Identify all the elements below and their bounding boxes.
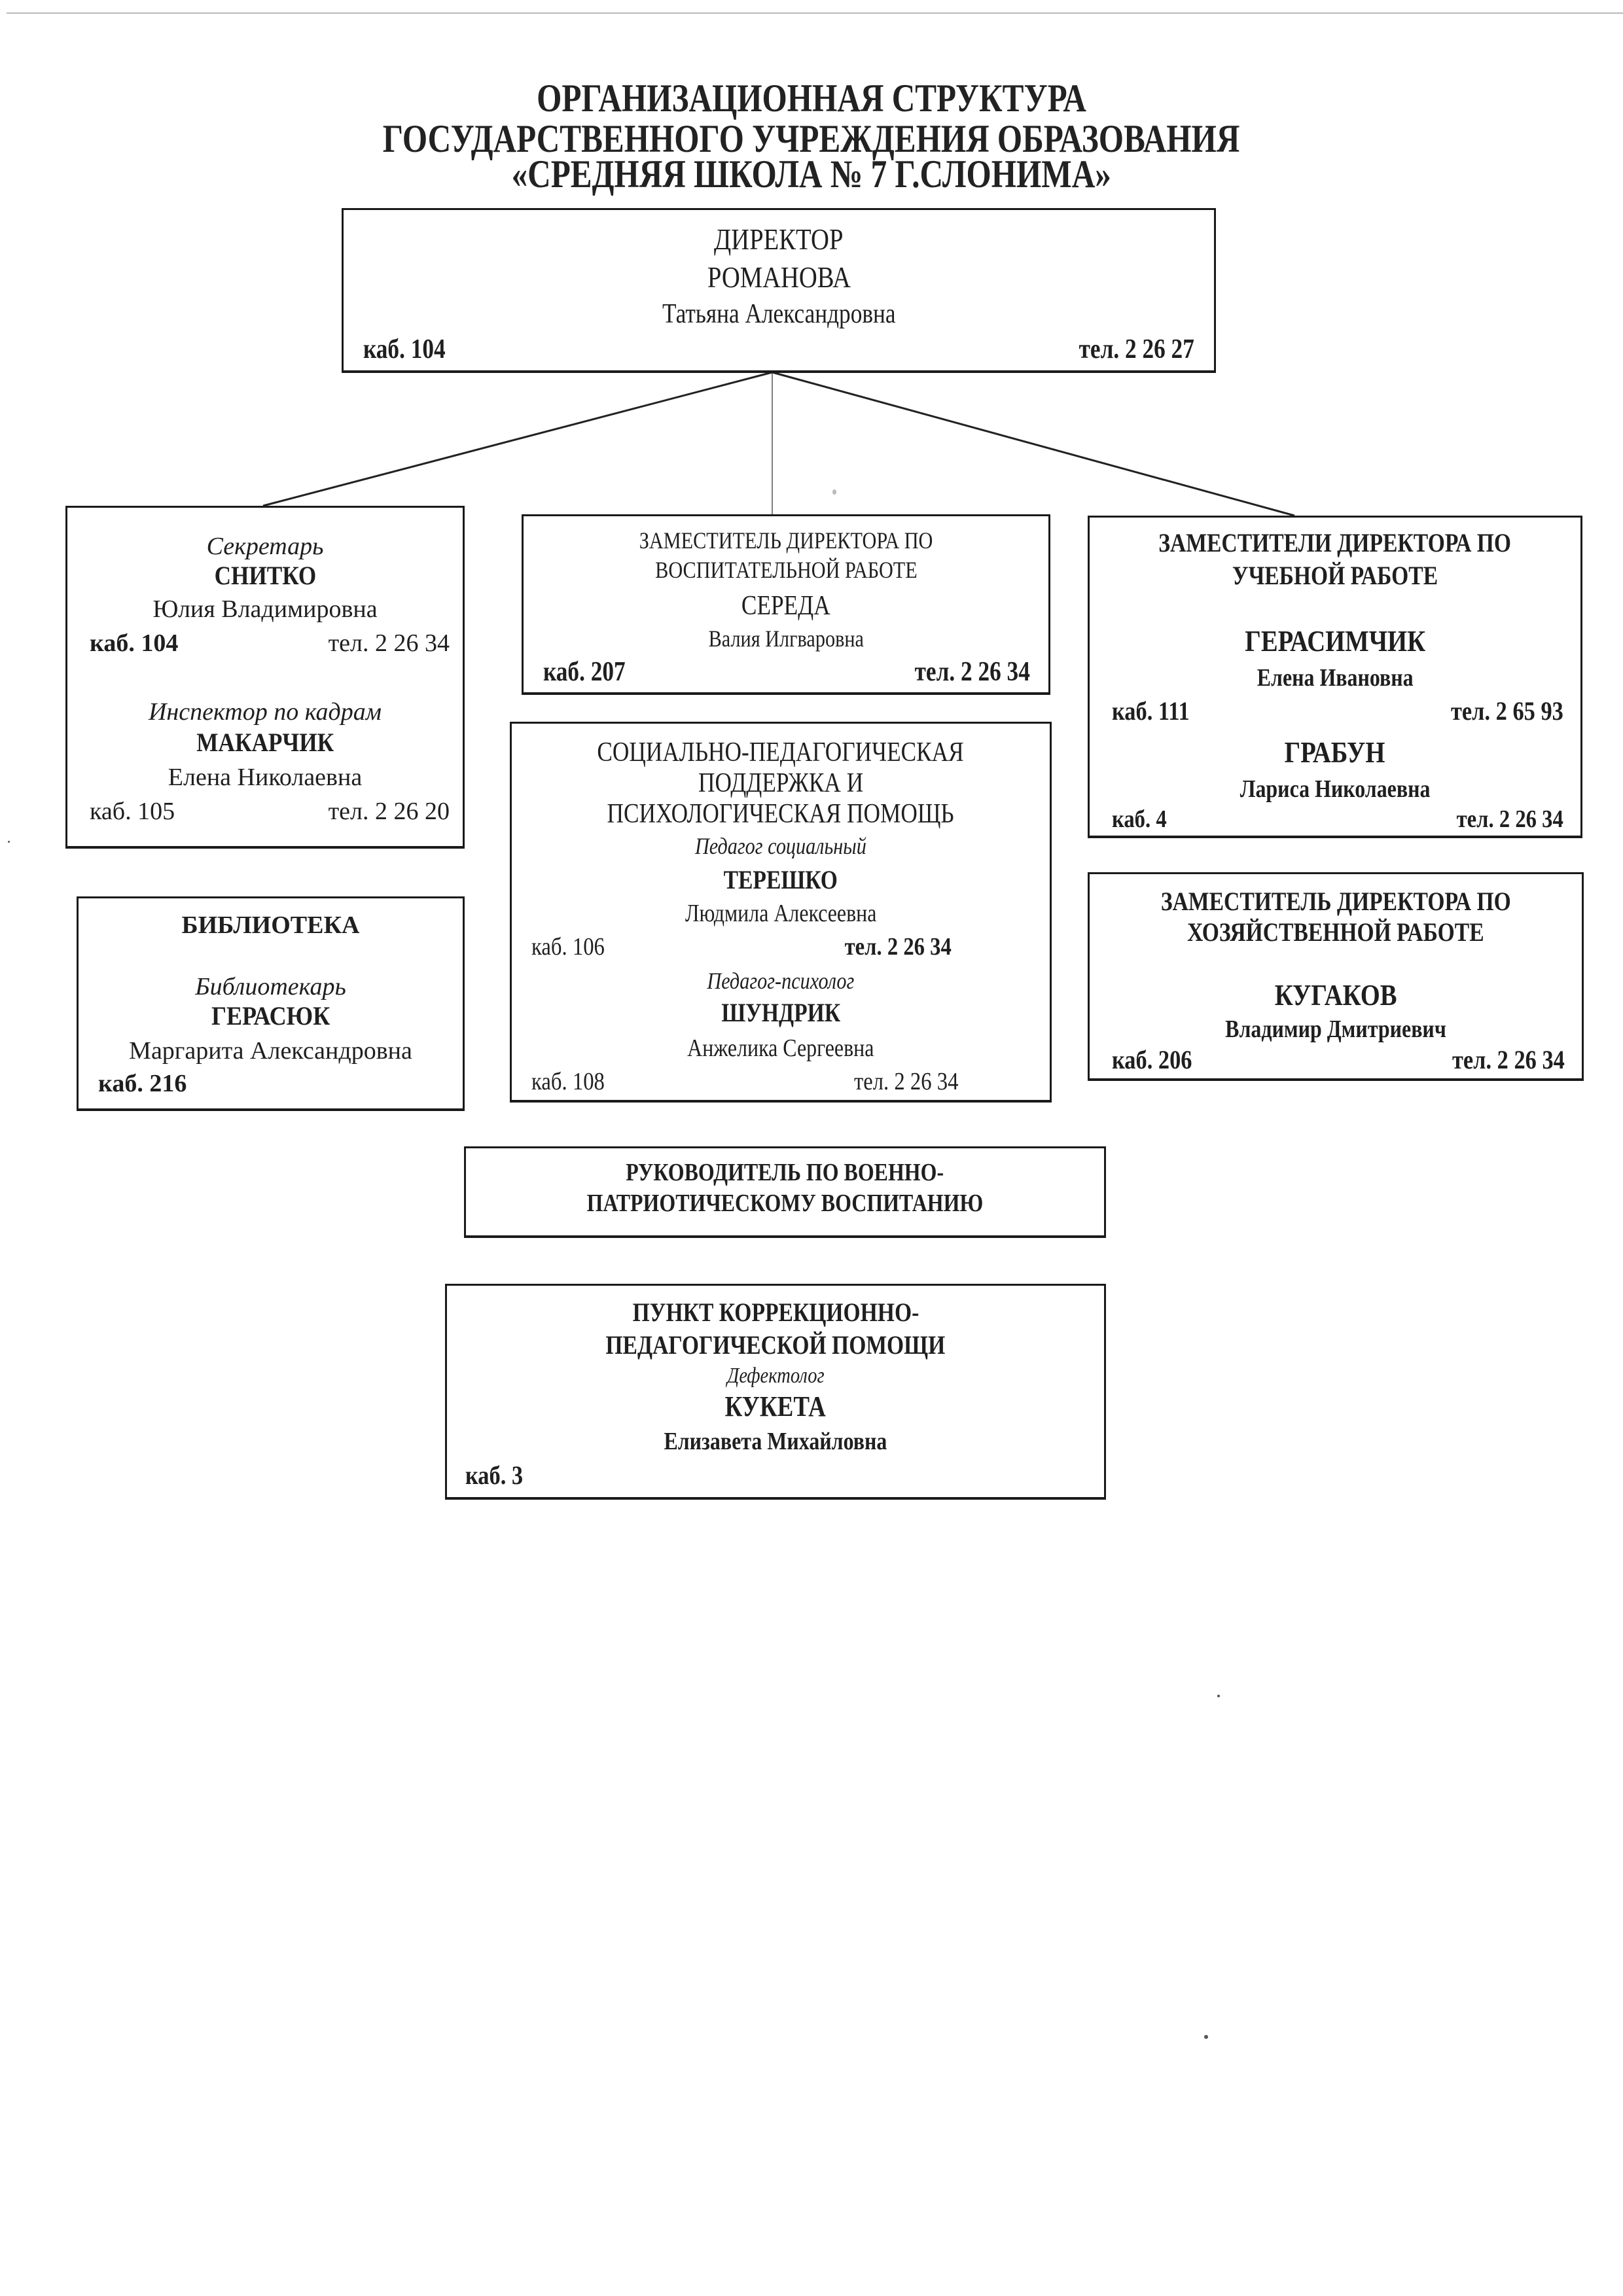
correction-heading-line-1: ПУНКТ КОРРЕКЦИОННО- [632,1298,919,1327]
deputy-upbringing-heading-line-2: ВОСПИТАТЕЛЬНОЙ РАБОТЕ [654,557,918,583]
scan-speck [1217,1695,1220,1697]
social-pedagogue-surname: ТЕРЕШКО [723,865,838,894]
social-pedagogue-given-names: Людмила Алексеевна [685,900,877,927]
psychologist-surname: ШУНДРИК [721,998,840,1027]
secretary-phone: тел. 2 26 34 [328,629,450,657]
deputy-upbringing-heading-line-1: ЗАМЕСТИТЕЛЬ ДИРЕКТОРА ПО [639,527,933,554]
social-pedagogue-room: каб. 106 [531,933,605,961]
deputy-education-2-phone: тел. 2 26 34 [1456,806,1563,832]
deputy-household-given-names: Владимир Дмитриевич [1225,1016,1446,1043]
librarian-surname: ГЕРАСЮК [211,1001,330,1031]
deputy-education-heading-line-1: ЗАМЕСТИТЕЛИ ДИРЕКТОРА ПО [1158,528,1512,557]
scan-speck [832,489,836,495]
deputy-education-1-given-names: Елена Ивановна [1257,664,1414,692]
defectologist-surname: КУКЕТА [724,1390,827,1422]
deputy-upbringing-given-names: Валия Илгваровна [708,626,864,652]
title-line-1: ОРГАНИЗАЦИОННАЯ СТРУКТУРА [537,77,1086,120]
military-patriotic-box: РУКОВОДИТЕЛЬ ПО ВОЕННО- ПАТРИОТИЧЕСКОМУ … [464,1146,1106,1238]
hr-inspector-given-names: Елена Николаевна [168,764,363,791]
connector-director-to-secretary [262,371,773,507]
deputy-household-heading-line-1: ЗАМЕСТИТЕЛЬ ДИРЕКТОРА ПО [1160,887,1511,916]
deputy-education-1-phone: тел. 2 65 93 [1451,696,1563,726]
military-heading-line-2: ПАТРИОТИЧЕСКОМУ ВОСПИТАНИЮ [586,1190,984,1217]
title-line-2: ГОСУДАРСТВЕННОГО УЧРЕЖДЕНИЯ ОБРАЗОВАНИЯ [383,117,1240,160]
psychologist-phone: тел. 2 26 34 [853,1068,958,1095]
defectologist-role: Дефектолог [726,1364,825,1388]
military-heading-line-1: РУКОВОДИТЕЛЬ ПО ВОЕННО- [626,1159,944,1186]
connector-director-to-education [772,371,1295,517]
defectologist-given-names: Елизавета Михайловна [664,1428,887,1455]
director-box: ДИРЕКТОР РОМАНОВА Татьяна Александровна … [342,208,1216,373]
deputy-household-box: ЗАМЕСТИТЕЛЬ ДИРЕКТОРА ПО ХОЗЯЙСТВЕННОЙ Р… [1088,872,1584,1081]
deputy-household-phone: тел. 2 26 34 [1452,1045,1565,1074]
library-heading: БИБЛИОТЕКА [181,911,360,939]
social-support-heading-line-3: ПСИХОЛОГИЧЕСКАЯ ПОМОЩЬ [607,799,955,829]
psychologist-role: Педагог-психолог [707,968,855,994]
scan-speck [1204,2035,1208,2039]
deputy-education-2-surname: ГРАБУН [1285,735,1385,769]
librarian-role: Библиотекарь [195,973,346,1000]
hr-inspector-role: Инспектор по кадрам [148,698,382,726]
deputy-household-heading-line-2: ХОЗЯЙСТВЕННОЙ РАБОТЕ [1187,917,1484,947]
director-given-names: Татьяна Александровна [662,299,896,329]
deputy-education-1-room: каб. 111 [1112,696,1190,726]
correction-heading-line-2: ПЕДАГОГИЧЕСКОЙ ПОМОЩИ [605,1330,946,1360]
secretary-hr-box: Секретарь СНИТКО Юлия Владимировна каб. … [65,506,465,849]
psychologist-given-names: Анжелика Сергеевна [687,1034,874,1062]
hr-inspector-surname: МАКАРЧИК [196,728,334,757]
social-support-box: СОЦИАЛЬНО-ПЕДАГОГИЧЕСКАЯ ПОДДЕРЖКА И ПСИ… [510,722,1052,1103]
deputy-upbringing-room: каб. 207 [543,657,626,687]
correction-box: ПУНКТ КОРРЕКЦИОННО- ПЕДАГОГИЧЕСКОЙ ПОМОЩ… [445,1284,1106,1500]
title-line-3: «СРЕДНЯЯ ШКОЛА № 7 Г.СЛОНИМА» [511,152,1112,196]
secretary-given-names: Юлия Владимировна [152,595,378,623]
deputy-household-surname: КУГАКОВ [1274,978,1397,1012]
director-phone: тел. 2 26 27 [1079,334,1194,364]
correction-room: каб. 3 [465,1460,524,1490]
director-room: каб. 104 [363,334,446,364]
deputy-upbringing-phone: тел. 2 26 34 [914,657,1030,687]
hr-inspector-phone: тел. 2 26 20 [328,798,450,825]
director-position: ДИРЕКТОР [714,222,844,256]
library-room: каб. 216 [98,1070,187,1097]
library-box: БИБЛИОТЕКА Библиотекарь ГЕРАСЮК Маргарит… [77,896,465,1111]
deputy-education-2-room: каб. 4 [1112,806,1167,832]
deputy-upbringing-box: ЗАМЕСТИТЕЛЬ ДИРЕКТОРА ПО ВОСПИТАТЕЛЬНОЙ … [522,514,1050,695]
social-pedagogue-role: Педагог социальный [695,833,866,859]
scan-edge-line [7,12,1623,14]
director-surname: РОМАНОВА [707,260,851,294]
deputy-household-room: каб. 206 [1112,1045,1192,1074]
deputy-upbringing-surname: СЕРЕДА [741,591,830,621]
scan-speck [8,841,10,843]
deputy-education-1-surname: ГЕРАСИМЧИК [1245,624,1425,658]
deputy-education-heading-line-2: УЧЕБНОЙ РАБОТЕ [1232,561,1438,590]
deputy-education-box: ЗАМЕСТИТЕЛИ ДИРЕКТОРА ПО УЧЕБНОЙ РАБОТЕ … [1088,516,1582,838]
social-support-heading-line-2: ПОДДЕРЖКА И [698,768,864,798]
librarian-given-names: Маргарита Александровна [129,1037,412,1065]
hr-inspector-room: каб. 105 [90,798,175,825]
deputy-education-2-given-names: Лариса Николаевна [1240,775,1431,803]
secretary-surname: СНИТКО [214,561,316,590]
social-pedagogue-phone: тел. 2 26 34 [844,933,952,961]
secretary-room: каб. 104 [90,629,179,657]
secretary-role: Секретарь [206,533,324,560]
social-support-heading-line-1: СОЦИАЛЬНО-ПЕДАГОГИЧЕСКАЯ [597,737,965,768]
psychologist-room: каб. 108 [531,1068,605,1095]
